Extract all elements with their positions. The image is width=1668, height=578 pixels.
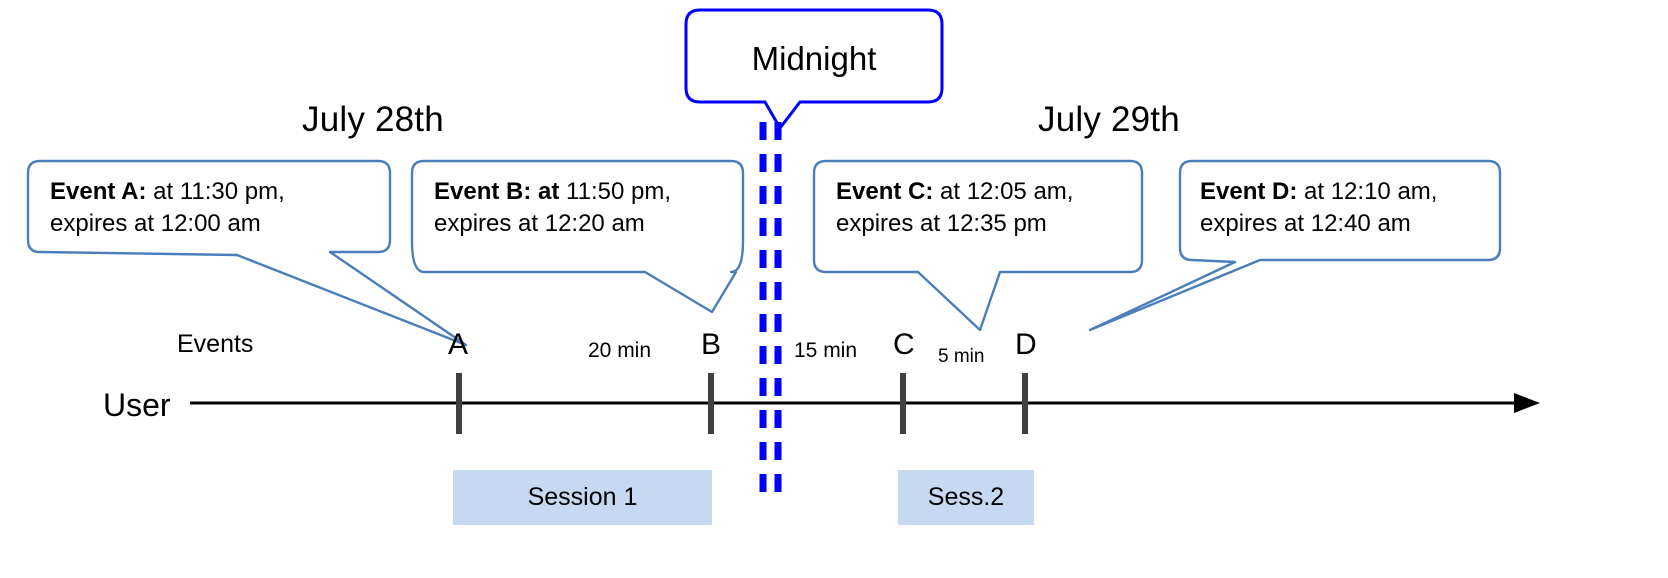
event-letter-a: A <box>448 328 469 361</box>
session-box-1-label: Session 1 <box>527 483 638 511</box>
event-letter-c: C <box>893 328 915 361</box>
callout-event-d-line2: expires at 12:40 am <box>1200 209 1411 237</box>
callout-event-a-bold: Event A: <box>50 178 147 205</box>
gap-label-b-c: 15 min <box>794 339 858 362</box>
event-letter-b: B <box>701 328 722 361</box>
callout-event-c-line2: expires at 12:35 pm <box>836 209 1047 237</box>
callout-event-c: Event C: at 12:05 am, expires at 12:35 p… <box>836 176 1073 239</box>
date-label-july-28: July 28th <box>302 100 444 139</box>
date-label-july-29: July 29th <box>1038 100 1180 139</box>
callout-event-b-line2: expires at 12:20 am <box>434 209 645 237</box>
callout-event-b: Event B: at 11:50 pm, expires at 12:20 a… <box>434 176 671 239</box>
callout-event-d: Event D: at 12:10 am, expires at 12:40 a… <box>1200 176 1437 239</box>
callout-event-b-bold: Event B: at <box>434 178 560 205</box>
session-box-1: Session 1 <box>453 470 712 525</box>
callout-event-d-bold: Event D: <box>1200 178 1298 205</box>
callout-event-d-line1: Event D: at 12:10 am, <box>1200 176 1437 208</box>
session-box-2: Sess.2 <box>898 470 1034 525</box>
midnight-dashed-line <box>759 122 782 503</box>
callout-event-a-line2: expires at 12:00 am <box>50 209 261 237</box>
callout-event-c-bold: Event C: <box>836 178 934 205</box>
callout-event-a: Event A: at 11:30 pm, expires at 12:00 a… <box>50 176 285 239</box>
midnight-label-wrap: Midnight <box>686 40 942 78</box>
timeline-axis <box>190 393 1540 413</box>
callout-event-c-line1: Event C: at 12:05 am, <box>836 176 1073 208</box>
callout-event-b-line1: Event B: at 11:50 pm, <box>434 176 671 208</box>
callout-event-a-line1: Event A: at 11:30 pm, <box>50 176 285 208</box>
timeline-ticks <box>456 373 1028 434</box>
events-row-label: Events <box>177 330 254 358</box>
event-letter-d: D <box>1015 328 1037 361</box>
session-box-2-label: Sess.2 <box>927 483 1005 511</box>
gap-label-a-b: 20 min <box>588 339 652 362</box>
callout-event-b-rest: 11:50 pm, <box>559 178 671 205</box>
callout-event-c-rest: at 12:05 am, <box>933 178 1074 205</box>
callout-event-d-rest: at 12:10 am, <box>1297 178 1438 205</box>
callout-event-a-rest: at 11:30 pm, <box>146 178 285 205</box>
user-row-label: User <box>103 387 171 423</box>
midnight-label: Midnight <box>751 40 877 77</box>
gap-label-c-d: 5 min <box>938 346 985 367</box>
